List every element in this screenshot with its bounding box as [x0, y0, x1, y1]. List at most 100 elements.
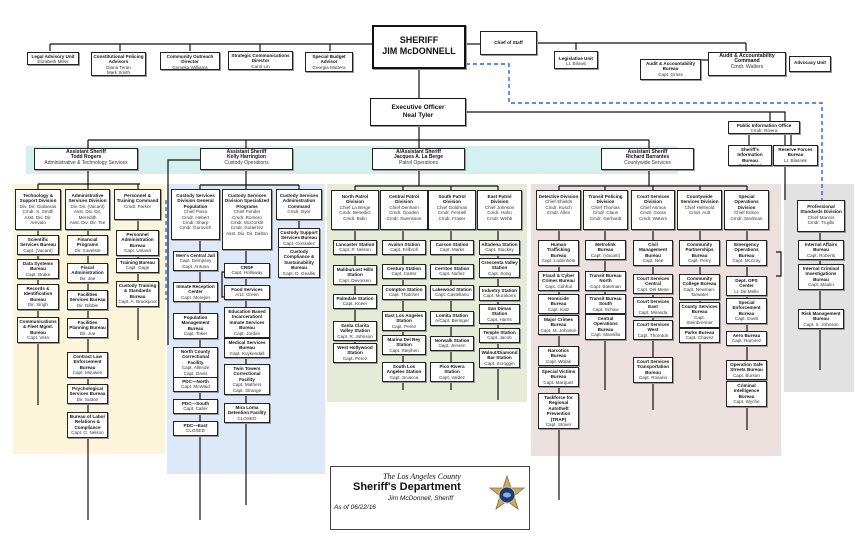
assistant-sheriff-harrington[interactable]: Assistant Sheriff Kelly Harrington Custo… [200, 148, 293, 170]
advocacy-unit[interactable]: Advocacy Unit [789, 56, 831, 72]
sheriffs-information-bureau[interactable]: Sheriff's Information Bureau Capt. Reed [728, 145, 772, 166]
assistant-sheriff-rogers[interactable]: Assistant Sheriff Todd Rogers Administra… [34, 148, 138, 170]
advisor-strategic-comms[interactable]: Strategic Communications Director Carol … [228, 51, 293, 70]
division-head[interactable]: Custody Services Division Specialized Pr… [222, 189, 272, 250]
assistant-sheriff-laberge[interactable]: A/Assistant Sheriff Jacques A. La Berge … [372, 148, 465, 170]
legislative-unit[interactable]: Legislative Unit Lt. Bilowit [554, 51, 598, 69]
bureau-box[interactable]: Taskforce for Regional Autotheft Prevent… [538, 393, 579, 430]
advisor-constitutional[interactable]: Constitutional Policing Advisors Diana T… [91, 52, 146, 76]
chief-of-staff-box[interactable]: Chief of Staff [480, 31, 537, 55]
audit-command[interactable]: Audit & Accountability Command Cmdr. Wal… [708, 52, 786, 76]
advisor-community-outreach[interactable]: Community Outreach Director Gymeka Willi… [160, 52, 220, 70]
executive-officer-box[interactable]: Executive Officer Neal Tyler [370, 98, 466, 126]
audit-bureau[interactable]: Audit & Accountability Bureau Capt. Gros… [640, 59, 701, 80]
bureau-box[interactable]: Custody Compliance & Sustainability Bure… [278, 247, 320, 279]
bureau-box[interactable]: Education Based Incarceration/ Inmate Se… [224, 307, 270, 339]
division-head[interactable]: Custody Services Division General Popula… [171, 189, 220, 240]
reserve-forces-bureau[interactable]: Reserve Forces Bureau Lt. Blasnek [773, 145, 818, 166]
sheriff-box[interactable]: SHERIFF JIM McDONNELL [372, 25, 466, 69]
public-information-office[interactable]: Public Information Office Cmdr. Rivera [728, 121, 800, 134]
assistant-sheriff-barrantes[interactable]: Assistant Sheriff Richard Barrantes Coun… [601, 148, 694, 170]
